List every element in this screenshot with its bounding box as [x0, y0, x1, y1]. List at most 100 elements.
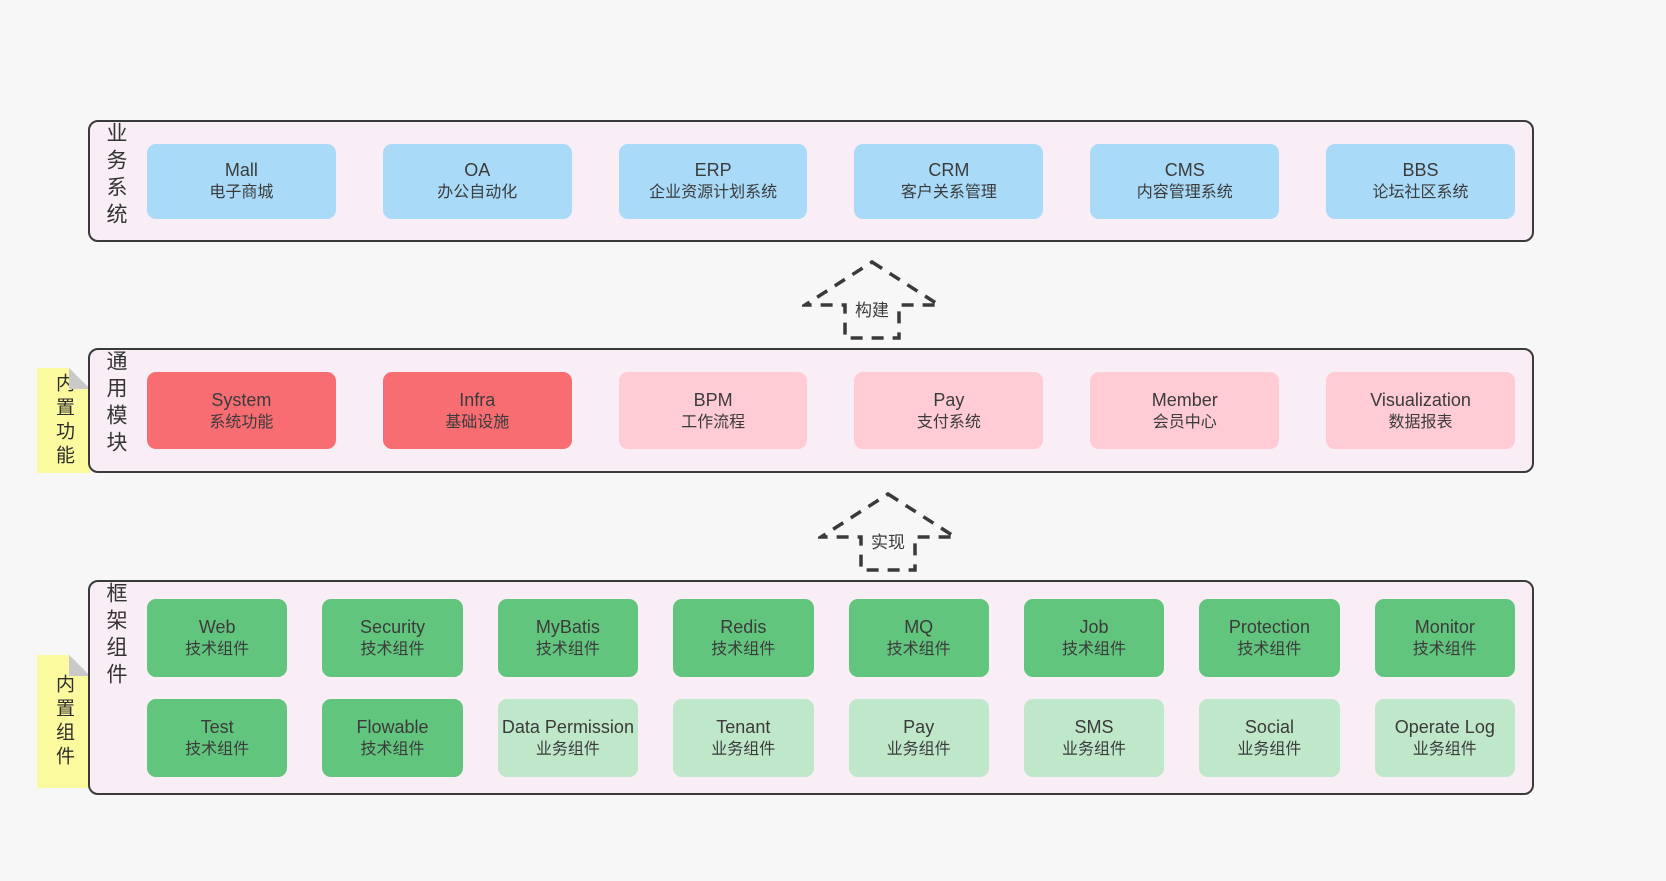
box-subtitle: 业务组件: [1062, 740, 1127, 758]
box-name: Infra: [459, 389, 496, 410]
box-bpm: BPM 工作流程: [618, 372, 808, 449]
box-security: Security 技术组件: [322, 598, 463, 677]
box-name: Security: [360, 616, 426, 637]
box-name: Mall: [224, 160, 258, 181]
sticky-note-built-in-features: 内置功能: [37, 368, 90, 473]
box-name: Visualization: [1370, 389, 1471, 410]
box-operate-log: Operate Log 业务组件: [1374, 698, 1515, 777]
box-subtitle: 技术组件: [1062, 640, 1127, 658]
box-subtitle: 业务组件: [711, 740, 776, 758]
box-web: Web 技术组件: [147, 598, 288, 677]
common-modules-row: System 系统功能 Infra 基础设施 BPM 工作流程 Pay 支付系统…: [147, 350, 1515, 471]
band-label: 通用模块: [104, 350, 127, 458]
dashed-up-arrow-icon: [802, 259, 942, 340]
box-subtitle: 会员中心: [1152, 413, 1217, 431]
box-name: CRM: [928, 160, 970, 181]
components-row-1: Web 技术组件 Security 技术组件 MyBatis 技术组件 Redi…: [147, 598, 1515, 677]
box-name: Data Permission: [501, 716, 634, 737]
box-subtitle: 技术组件: [185, 640, 250, 658]
band-common-modules: 通用模块 System 系统功能 Infra 基础设施 BPM 工作流程 Pay…: [88, 348, 1534, 473]
box-monitor: Monitor 技术组件: [1374, 598, 1515, 677]
dashed-up-arrow-icon: [818, 491, 958, 572]
box-pay-component: Pay 业务组件: [848, 698, 989, 777]
box-subtitle: 技术组件: [1237, 640, 1302, 658]
box-protection: Protection 技术组件: [1199, 598, 1340, 677]
box-subtitle: 客户关系管理: [900, 184, 997, 202]
box-name: BPM: [693, 389, 733, 410]
framework-components-grid: Web 技术组件 Security 技术组件 MyBatis 技术组件 Redi…: [147, 598, 1515, 777]
box-erp: ERP 企业资源计划系统: [618, 143, 808, 219]
box-name: Job: [1079, 616, 1109, 637]
box-subtitle: 系统功能: [209, 413, 274, 431]
box-sms: SMS 业务组件: [1023, 698, 1165, 777]
box-subtitle: 办公自动化: [437, 184, 518, 202]
box-pay-module: Pay 支付系统: [854, 372, 1044, 449]
box-subtitle: 技术组件: [535, 640, 600, 658]
box-social: Social 业务组件: [1199, 698, 1340, 777]
box-name: Pay: [933, 389, 965, 410]
band-label: 业务系统: [104, 122, 127, 230]
arrow-label: 构建: [852, 295, 892, 322]
box-job: Job 技术组件: [1023, 598, 1165, 677]
box-subtitle: 工作流程: [681, 413, 746, 431]
box-name: ERP: [694, 160, 732, 181]
box-name: MQ: [904, 616, 934, 637]
band-business-systems: 业务系统 Mall 电子商城 OA 办公自动化 ERP 企业资源计划系统 CRM…: [88, 120, 1534, 242]
box-name: CMS: [1164, 160, 1205, 181]
box-subtitle: 支付系统: [916, 413, 981, 431]
box-subtitle: 技术组件: [185, 740, 250, 758]
sticky-note-text: 内置组件: [53, 673, 74, 770]
box-system: System 系统功能: [147, 372, 336, 449]
box-oa: OA 办公自动化: [382, 143, 572, 219]
box-subtitle: 论坛社区系统: [1372, 184, 1469, 202]
box-subtitle: 业务组件: [535, 740, 600, 758]
band-framework-components: 框架组件 Web 技术组件 Security 技术组件 MyBatis 技术组件…: [88, 580, 1534, 795]
box-test: Test 技术组件: [147, 698, 288, 777]
up-arrow-build: 构建: [802, 259, 942, 341]
box-subtitle: 业务组件: [1412, 740, 1477, 758]
box-name: Redis: [720, 616, 767, 637]
box-subtitle: 技术组件: [360, 740, 425, 758]
up-arrow-implement: 实现: [818, 491, 958, 573]
box-name: Flowable: [356, 716, 429, 737]
box-name: BBS: [1402, 160, 1439, 181]
box-subtitle: 技术组件: [711, 640, 776, 658]
box-name: Monitor: [1414, 616, 1475, 637]
box-name: Tenant: [716, 716, 771, 737]
box-name: Operate Log: [1394, 716, 1495, 737]
box-subtitle: 电子商城: [209, 184, 274, 202]
box-redis: Redis 技术组件: [673, 598, 814, 677]
arrow-label: 实现: [868, 527, 908, 554]
box-name: Member: [1151, 389, 1218, 410]
box-subtitle: 业务组件: [1237, 740, 1302, 758]
box-mall: Mall 电子商城: [147, 143, 336, 219]
box-name: System: [211, 389, 272, 410]
box-name: MyBatis: [535, 616, 600, 637]
box-subtitle: 技术组件: [1412, 640, 1477, 658]
box-name: OA: [464, 160, 491, 181]
box-bbs: BBS 论坛社区系统: [1326, 143, 1515, 219]
box-mybatis: MyBatis 技术组件: [497, 598, 639, 677]
box-name: Pay: [903, 716, 935, 737]
box-subtitle: 业务组件: [886, 740, 951, 758]
box-subtitle: 技术组件: [886, 640, 951, 658]
box-flowable: Flowable 技术组件: [322, 698, 463, 777]
box-name: Web: [198, 616, 236, 637]
box-subtitle: 数据报表: [1388, 413, 1453, 431]
business-systems-row: Mall 电子商城 OA 办公自动化 ERP 企业资源计划系统 CRM 客户关系…: [147, 122, 1515, 240]
box-name: SMS: [1074, 716, 1114, 737]
sticky-note-text: 内置功能: [53, 372, 74, 469]
components-row-2: Test 技术组件 Flowable 技术组件 Data Permission …: [147, 698, 1515, 777]
box-subtitle: 内容管理系统: [1136, 184, 1233, 202]
box-subtitle: 技术组件: [360, 640, 425, 658]
box-mq: MQ 技术组件: [848, 598, 989, 677]
box-visualization: Visualization 数据报表: [1326, 372, 1515, 449]
box-crm: CRM 客户关系管理: [854, 143, 1044, 219]
box-member: Member 会员中心: [1090, 372, 1280, 449]
box-subtitle: 基础设施: [445, 413, 510, 431]
box-infra: Infra 基础设施: [382, 372, 572, 449]
box-name: Test: [200, 716, 234, 737]
box-cms: CMS 内容管理系统: [1090, 143, 1280, 219]
box-data-permission: Data Permission 业务组件: [497, 698, 639, 777]
